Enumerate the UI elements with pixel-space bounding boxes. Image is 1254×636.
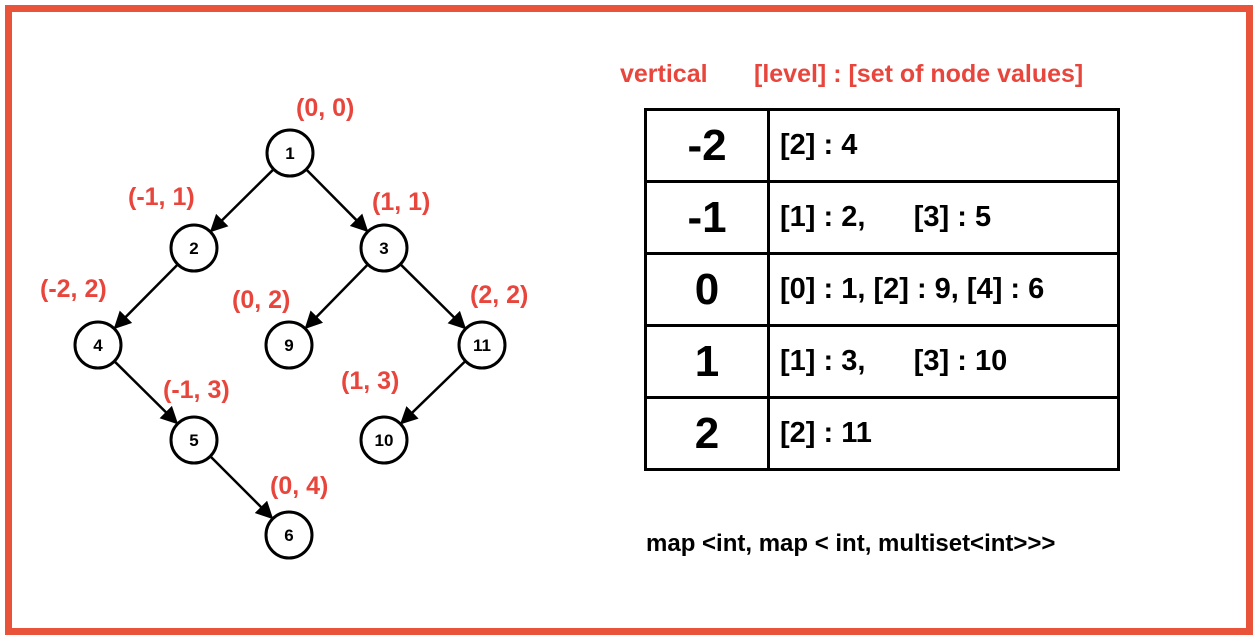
level-values: [2] : 11 bbox=[767, 396, 1120, 471]
node-coordinate-label: (1, 3) bbox=[341, 367, 399, 395]
outer-frame bbox=[5, 5, 1253, 635]
tree-node: 11 bbox=[457, 320, 507, 370]
edge-arrow bbox=[209, 455, 274, 520]
tree-node: 6 bbox=[264, 510, 314, 560]
node-circle bbox=[359, 223, 409, 273]
node-coordinate-label: (-2, 2) bbox=[40, 275, 107, 303]
edge-arrow bbox=[113, 360, 179, 425]
edge-arrow bbox=[113, 263, 179, 330]
node-value-label: 5 bbox=[189, 431, 198, 450]
node-circle bbox=[169, 415, 219, 465]
node-coordinate-label: (0, 4) bbox=[270, 472, 328, 500]
node-value-label: 11 bbox=[473, 336, 491, 355]
node-circle bbox=[169, 223, 219, 273]
vertical-key: 2 bbox=[644, 396, 770, 471]
table-row: -1 [1] : 2, [3] : 5 bbox=[644, 180, 1120, 255]
node-value-label: 2 bbox=[189, 239, 198, 258]
tree-node: 1 bbox=[265, 128, 315, 178]
node-coordinate-label: (1, 1) bbox=[372, 188, 430, 216]
tree-node: 9 bbox=[264, 320, 314, 370]
node-value-label: 1 bbox=[285, 144, 294, 163]
coordinate-labels: (0, 0) (-1, 1) (1, 1) (-2, 2) (0, 2) (2, 2) (-… bbox=[40, 94, 528, 500]
node-coordinate-label: (-1, 3) bbox=[163, 376, 230, 404]
level-values: [1] : 2, [3] : 5 bbox=[767, 180, 1120, 255]
table-row: 0 [0] : 1, [2] : 9, [4] : 6 bbox=[644, 252, 1120, 327]
tree-nodes: 1 2 3 4 9 11 5 10 6 bbox=[73, 128, 507, 560]
node-circle bbox=[457, 320, 507, 370]
node-value-label: 4 bbox=[93, 336, 103, 355]
edge-arrow bbox=[399, 263, 467, 330]
level-values: [1] : 3, [3] : 10 bbox=[767, 324, 1120, 399]
node-value-label: 6 bbox=[284, 526, 293, 545]
edge-arrow bbox=[399, 360, 467, 425]
vertical-key: 1 bbox=[644, 324, 770, 399]
tree-edges bbox=[113, 168, 467, 520]
level-values: [0] : 1, [2] : 9, [4] : 6 bbox=[767, 252, 1120, 327]
table-row: -2 [2] : 4 bbox=[644, 108, 1120, 183]
vertical-key: -1 bbox=[644, 180, 770, 255]
edge-arrow bbox=[304, 263, 369, 330]
node-value-label: 10 bbox=[375, 431, 394, 450]
node-value-label: 3 bbox=[379, 239, 388, 258]
vertical-key: 0 bbox=[644, 252, 770, 327]
node-coordinate-label: (0, 0) bbox=[296, 94, 354, 122]
tree-node: 10 bbox=[359, 415, 409, 465]
tree-node: 3 bbox=[359, 223, 409, 273]
node-coordinate-label: (-1, 1) bbox=[128, 183, 195, 211]
node-circle bbox=[73, 320, 123, 370]
tree-node: 5 bbox=[169, 415, 219, 465]
node-coordinate-label: (2, 2) bbox=[470, 281, 528, 309]
tree-node: 4 bbox=[73, 320, 123, 370]
type-caption: map <int, map < int, multiset<int>>> bbox=[646, 530, 1056, 557]
table-row: 1 [1] : 3, [3] : 10 bbox=[644, 324, 1120, 399]
level-set-header: [level] : [set of node values] bbox=[754, 60, 1084, 88]
node-circle bbox=[264, 510, 314, 560]
tree-node: 2 bbox=[169, 223, 219, 273]
vertical-header: vertical bbox=[620, 60, 708, 88]
table-row: 2 [2] : 11 bbox=[644, 396, 1120, 471]
node-circle bbox=[265, 128, 315, 178]
edge-arrow bbox=[305, 168, 369, 233]
node-coordinate-label: (0, 2) bbox=[232, 286, 290, 314]
node-circle bbox=[359, 415, 409, 465]
node-value-label: 9 bbox=[284, 336, 293, 355]
vertical-key: -2 bbox=[644, 108, 770, 183]
node-circle bbox=[264, 320, 314, 370]
vertical-map-table: -2 [2] : 4 -1 [1] : 2, [3] : 5 0 [0] : 1… bbox=[644, 108, 1120, 471]
level-values: [2] : 4 bbox=[767, 108, 1120, 183]
edge-arrow bbox=[209, 168, 275, 233]
